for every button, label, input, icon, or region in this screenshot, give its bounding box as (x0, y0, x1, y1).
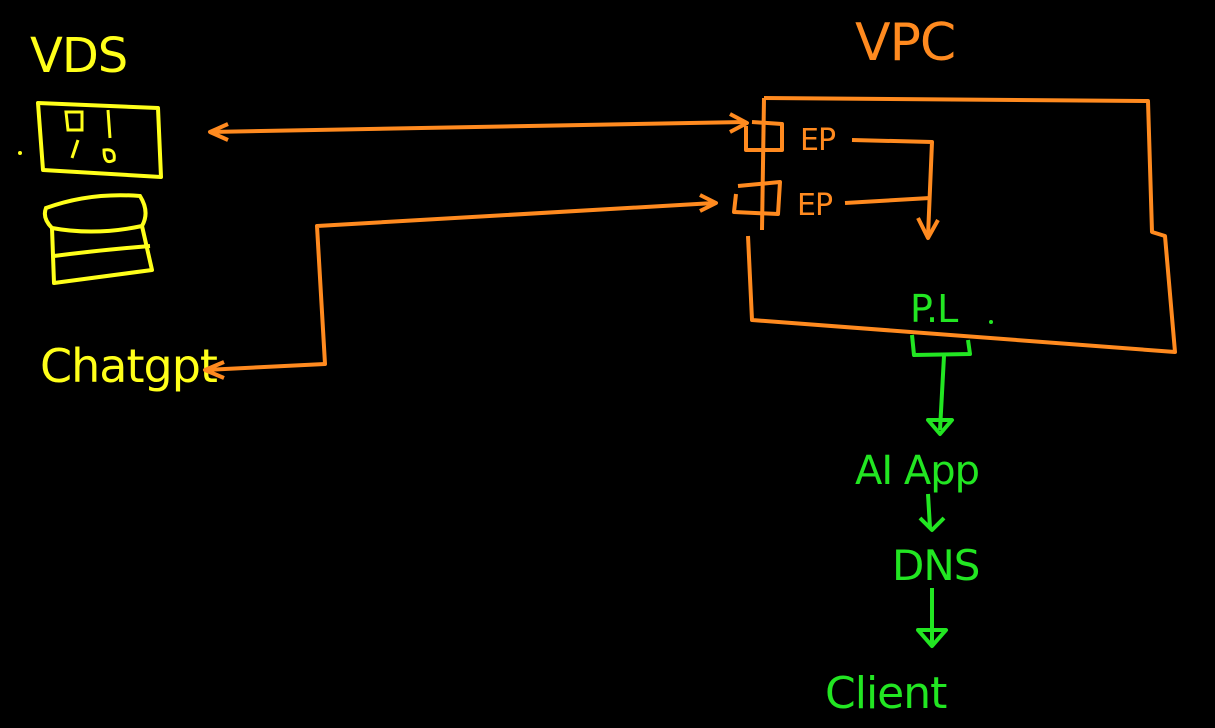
chatgpt-label: Chatgpt (40, 339, 217, 393)
vds-label: VDS (30, 28, 127, 84)
database-icon-body (50, 225, 154, 285)
private-link-bracket (910, 334, 972, 357)
vds-endpoint-connection (209, 120, 746, 134)
endpoint-bottom-label: EP (797, 188, 833, 223)
chatgpt-connection-arrow-right (699, 193, 718, 213)
vpc-boundary-left (760, 97, 766, 231)
vds-server-glyph-left (64, 110, 84, 159)
dns-to-client-arrow (916, 588, 948, 648)
pl-to-ai-app-arrow (926, 355, 954, 436)
green-flow: P.L AI App DNS Client (825, 287, 993, 719)
private-link-label: P.L (910, 287, 958, 331)
vpc-boundary (746, 96, 1177, 354)
ai-app-to-dns-arrow (918, 493, 946, 532)
vds-server-glyph-right (102, 109, 116, 164)
chatgpt-endpoint-connection (204, 201, 715, 372)
vpc-label: VPC (855, 13, 955, 73)
chatgpt-connection-arrow-left (203, 360, 225, 380)
ai-app-label: AI App (855, 448, 979, 494)
dns-label: DNS (892, 541, 979, 590)
endpoint-top-label: EP (800, 123, 836, 158)
endpoint-top-box (744, 120, 784, 152)
vds-dot (18, 151, 22, 155)
endpoint-bottom-box (732, 180, 782, 216)
database-icon (42, 193, 148, 234)
vds-connection-arrow-left (208, 122, 229, 142)
private-link-dot (989, 320, 993, 324)
vpc-group: VPC EP EP (732, 13, 1177, 354)
vds-server-box (36, 101, 163, 179)
vds-connection-arrow-right (729, 112, 749, 134)
pl-arrowhead-orange (916, 217, 940, 240)
ep-top-to-pl-line (851, 138, 934, 237)
vds-group: VDS (18, 28, 163, 285)
client-label: Client (825, 668, 947, 719)
ep-bottom-to-pl-line (844, 196, 931, 205)
